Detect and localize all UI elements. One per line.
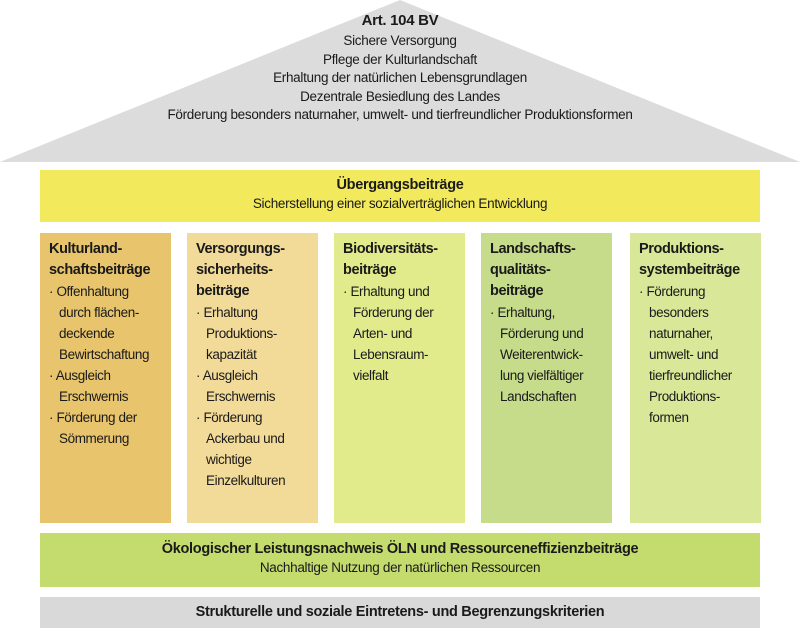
pillar-line: Produktions-	[206, 326, 277, 341]
pillar-line: Sömmerung	[59, 431, 129, 446]
pillar-line: vielfalt	[353, 368, 389, 383]
pillar-title: Produktions-	[639, 241, 724, 257]
pillar-title: qualitäts-	[490, 262, 551, 278]
pillar-line: Erschwernis	[206, 389, 276, 404]
transition-title: Übergangsbeiträge	[336, 177, 464, 193]
pillar-title: beiträge	[343, 262, 397, 278]
pillar-column: Versorgungs-sicherheits-beiträge · Erhalt…	[187, 233, 318, 523]
pillar-line: Weiterentwick-	[500, 347, 583, 362]
pillar-line: wichtige	[206, 452, 252, 467]
pillar-line: · Ausgleich	[49, 368, 111, 383]
pillar-line: Ackerbau und	[206, 431, 285, 446]
base-title: Strukturelle und soziale Eintretens- und…	[195, 604, 605, 620]
pillar-title: beiträge	[490, 283, 544, 299]
pillar-line: kapazität	[206, 347, 257, 362]
pillar-line: Bewirtschaftung	[59, 347, 150, 362]
pillar-line: umwelt- und	[649, 347, 719, 362]
pillar-title: systembeiträge	[639, 262, 740, 278]
pillar-column: Produktions-systembeiträge · Förderung bes…	[630, 233, 761, 523]
pillar-line: formen	[649, 410, 689, 425]
pillar-line: Arten- und	[353, 326, 413, 341]
pillar-line: naturnaher,	[649, 326, 713, 341]
pillar-title: Kulturland-	[49, 241, 122, 257]
roof-text: Art. 104 BV Sichere Versorgung Pflege de…	[0, 10, 800, 125]
pillar-line: Lebensraum-	[353, 347, 429, 362]
pillar-line: Landschaften	[500, 389, 577, 404]
pillar-column: Landschafts-qualitäts-beiträge · Erhaltun…	[481, 233, 612, 523]
roof-line: Förderung besonders naturnaher, umwelt- …	[167, 107, 633, 122]
pillar-line: besonders	[649, 305, 709, 320]
pillar-line: lung vielfältiger	[500, 368, 584, 383]
pillar-title: schaftsbeiträge	[49, 262, 151, 278]
base-band: Strukturelle und soziale Eintretens- und…	[40, 597, 760, 628]
pillar-line: Förderung der	[353, 305, 434, 320]
roof-shape	[0, 0, 800, 162]
pillar-line: Erschwernis	[59, 389, 129, 404]
roof-title: Art. 104 BV	[361, 12, 439, 29]
pillar-line: · Erhaltung und	[343, 284, 430, 299]
pillar-title: beiträge	[196, 283, 250, 299]
pillar-line: Einzelkulturen	[206, 473, 286, 488]
roof-line: Erhaltung der natürlichen Lebensgrundlag…	[273, 70, 527, 85]
oeln-subtitle: Nachhaltige Nutzung der natürlichen Ress…	[259, 560, 541, 575]
transition-subtitle: Sicherstellung einer sozialverträglichen…	[252, 196, 548, 211]
pillar-line: · Förderung	[639, 284, 706, 299]
pillar-line: deckende	[59, 326, 115, 341]
pillar-line: Produktions-	[649, 389, 720, 404]
pillar-line: tierfreundlicher	[649, 368, 732, 383]
pillar-title: Biodiversitäts-	[343, 241, 438, 257]
pillar-column: Kulturland-schaftsbeiträge · Offenhaltung…	[40, 233, 171, 523]
roof-line: Sichere Versorgung	[343, 33, 457, 48]
pillar-line: · Ausgleich	[196, 368, 258, 383]
pillar-title: sicherheits-	[196, 262, 273, 278]
pillar-line: · Erhaltung,	[490, 305, 555, 320]
pillar-title: Landschafts-	[490, 241, 576, 257]
pillar-line: Förderung und	[500, 326, 584, 341]
transition-band: Übergangsbeiträge Sicherstellung einer s…	[40, 170, 760, 222]
pillar-line: durch flächen-	[59, 305, 139, 320]
pillar-title: Versorgungs-	[196, 241, 285, 257]
roof-line: Dezentrale Besiedlung des Landes	[300, 88, 500, 104]
pillar-line: · Offenhaltung	[49, 284, 129, 299]
pillar-line: · Förderung	[196, 410, 263, 425]
oeln-title: Ökologischer Leistungsnachweis ÖLN und R…	[161, 541, 639, 557]
oeln-band: Ökologischer Leistungsnachweis ÖLN und R…	[40, 533, 760, 587]
pillar-line: · Erhaltung	[196, 305, 258, 320]
roof-line: Pflege der Kulturlandschaft	[323, 51, 477, 67]
pillar-line: · Förderung der	[49, 410, 137, 425]
